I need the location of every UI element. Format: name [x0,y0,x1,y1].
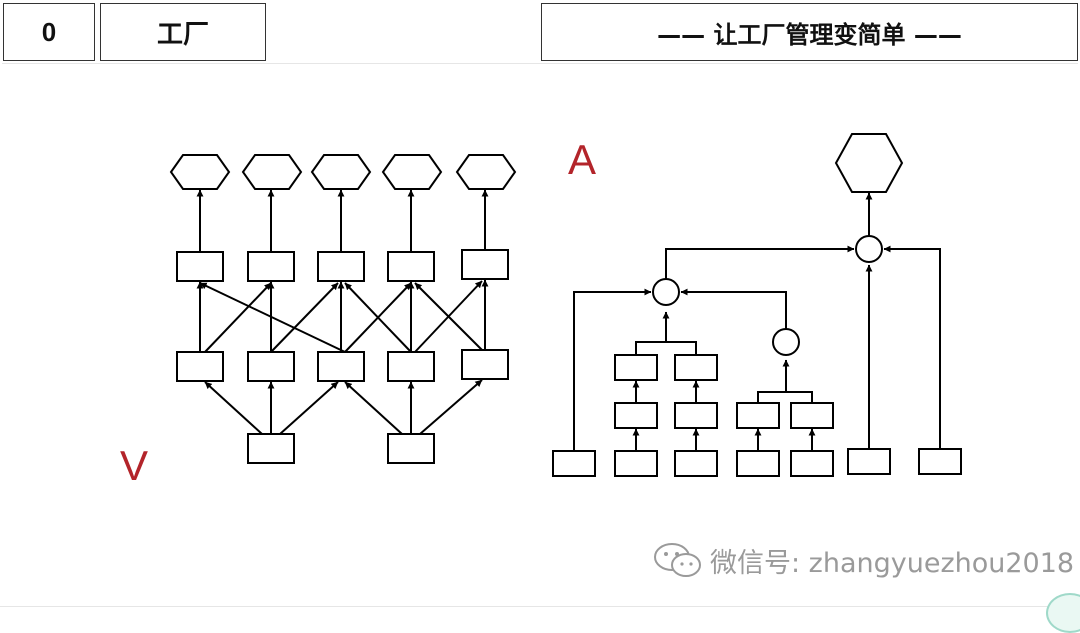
connector [680,288,787,329]
slogan-text: —— 让工厂管理变简单 —— [657,20,962,49]
watermark-text: 微信号: zhangyuezhou2018 [710,547,1075,579]
v-structure [169,154,517,464]
a-node-top [855,235,883,263]
a-hexagon [834,133,904,193]
a-box [674,450,718,477]
section-title: 工厂 [156,19,209,50]
a-box [736,450,780,477]
v-hexagon [310,154,372,190]
v-hexagon [169,154,231,190]
arrow [204,282,272,353]
connector [573,288,652,451]
v-box [317,251,365,282]
a-box [918,448,962,475]
arrow [344,282,412,353]
corner-decoration [1046,593,1080,633]
a-structure [552,133,962,477]
v-arrows [196,189,489,435]
header-divider [2,63,1078,64]
a-node-mid [652,278,680,306]
connector [757,391,813,403]
arrow [419,379,483,435]
v-box [247,251,295,282]
a-box [790,402,834,429]
factory-structure-diagram: V A [120,133,962,489]
connector [883,245,941,449]
arrow [414,282,483,351]
v-box [247,433,295,464]
section-title-box: 工厂 [100,3,266,61]
a-box [736,402,780,429]
v-box [387,433,435,464]
v-hexagon [381,154,443,190]
a-box [847,448,891,475]
v-box [176,251,224,282]
v-box [387,351,435,382]
section-number: 0 [41,16,57,47]
wechat-icon [654,543,701,577]
footer-divider [0,606,1080,607]
section-number-box: 0 [3,3,95,61]
v-hexagon [455,154,517,190]
v-box [247,351,295,382]
a-box [674,402,718,429]
connector [665,245,855,279]
arrow [199,282,346,353]
v-hexagon [241,154,303,190]
arrow [279,381,339,435]
slogan-box: —— 让工厂管理变简单 —— [541,3,1078,61]
label-a: A [568,136,596,183]
v-box [461,349,509,380]
a-node-sub [772,328,800,356]
a-box [614,402,658,429]
arrow [270,282,339,353]
arrow [204,381,263,435]
label-v: V [120,442,148,489]
v-box [176,351,224,382]
a-box [614,354,658,381]
a-box [790,450,834,477]
arrow [344,381,403,435]
a-connectors [573,192,941,451]
v-box [387,251,435,282]
a-box [552,450,596,477]
a-small-arrows [632,380,816,451]
connector [635,341,697,355]
a-box [614,450,658,477]
a-box [674,354,718,381]
watermark: 微信号: zhangyuezhou2018 [650,540,1074,580]
v-box [317,351,365,382]
v-box [461,249,509,280]
